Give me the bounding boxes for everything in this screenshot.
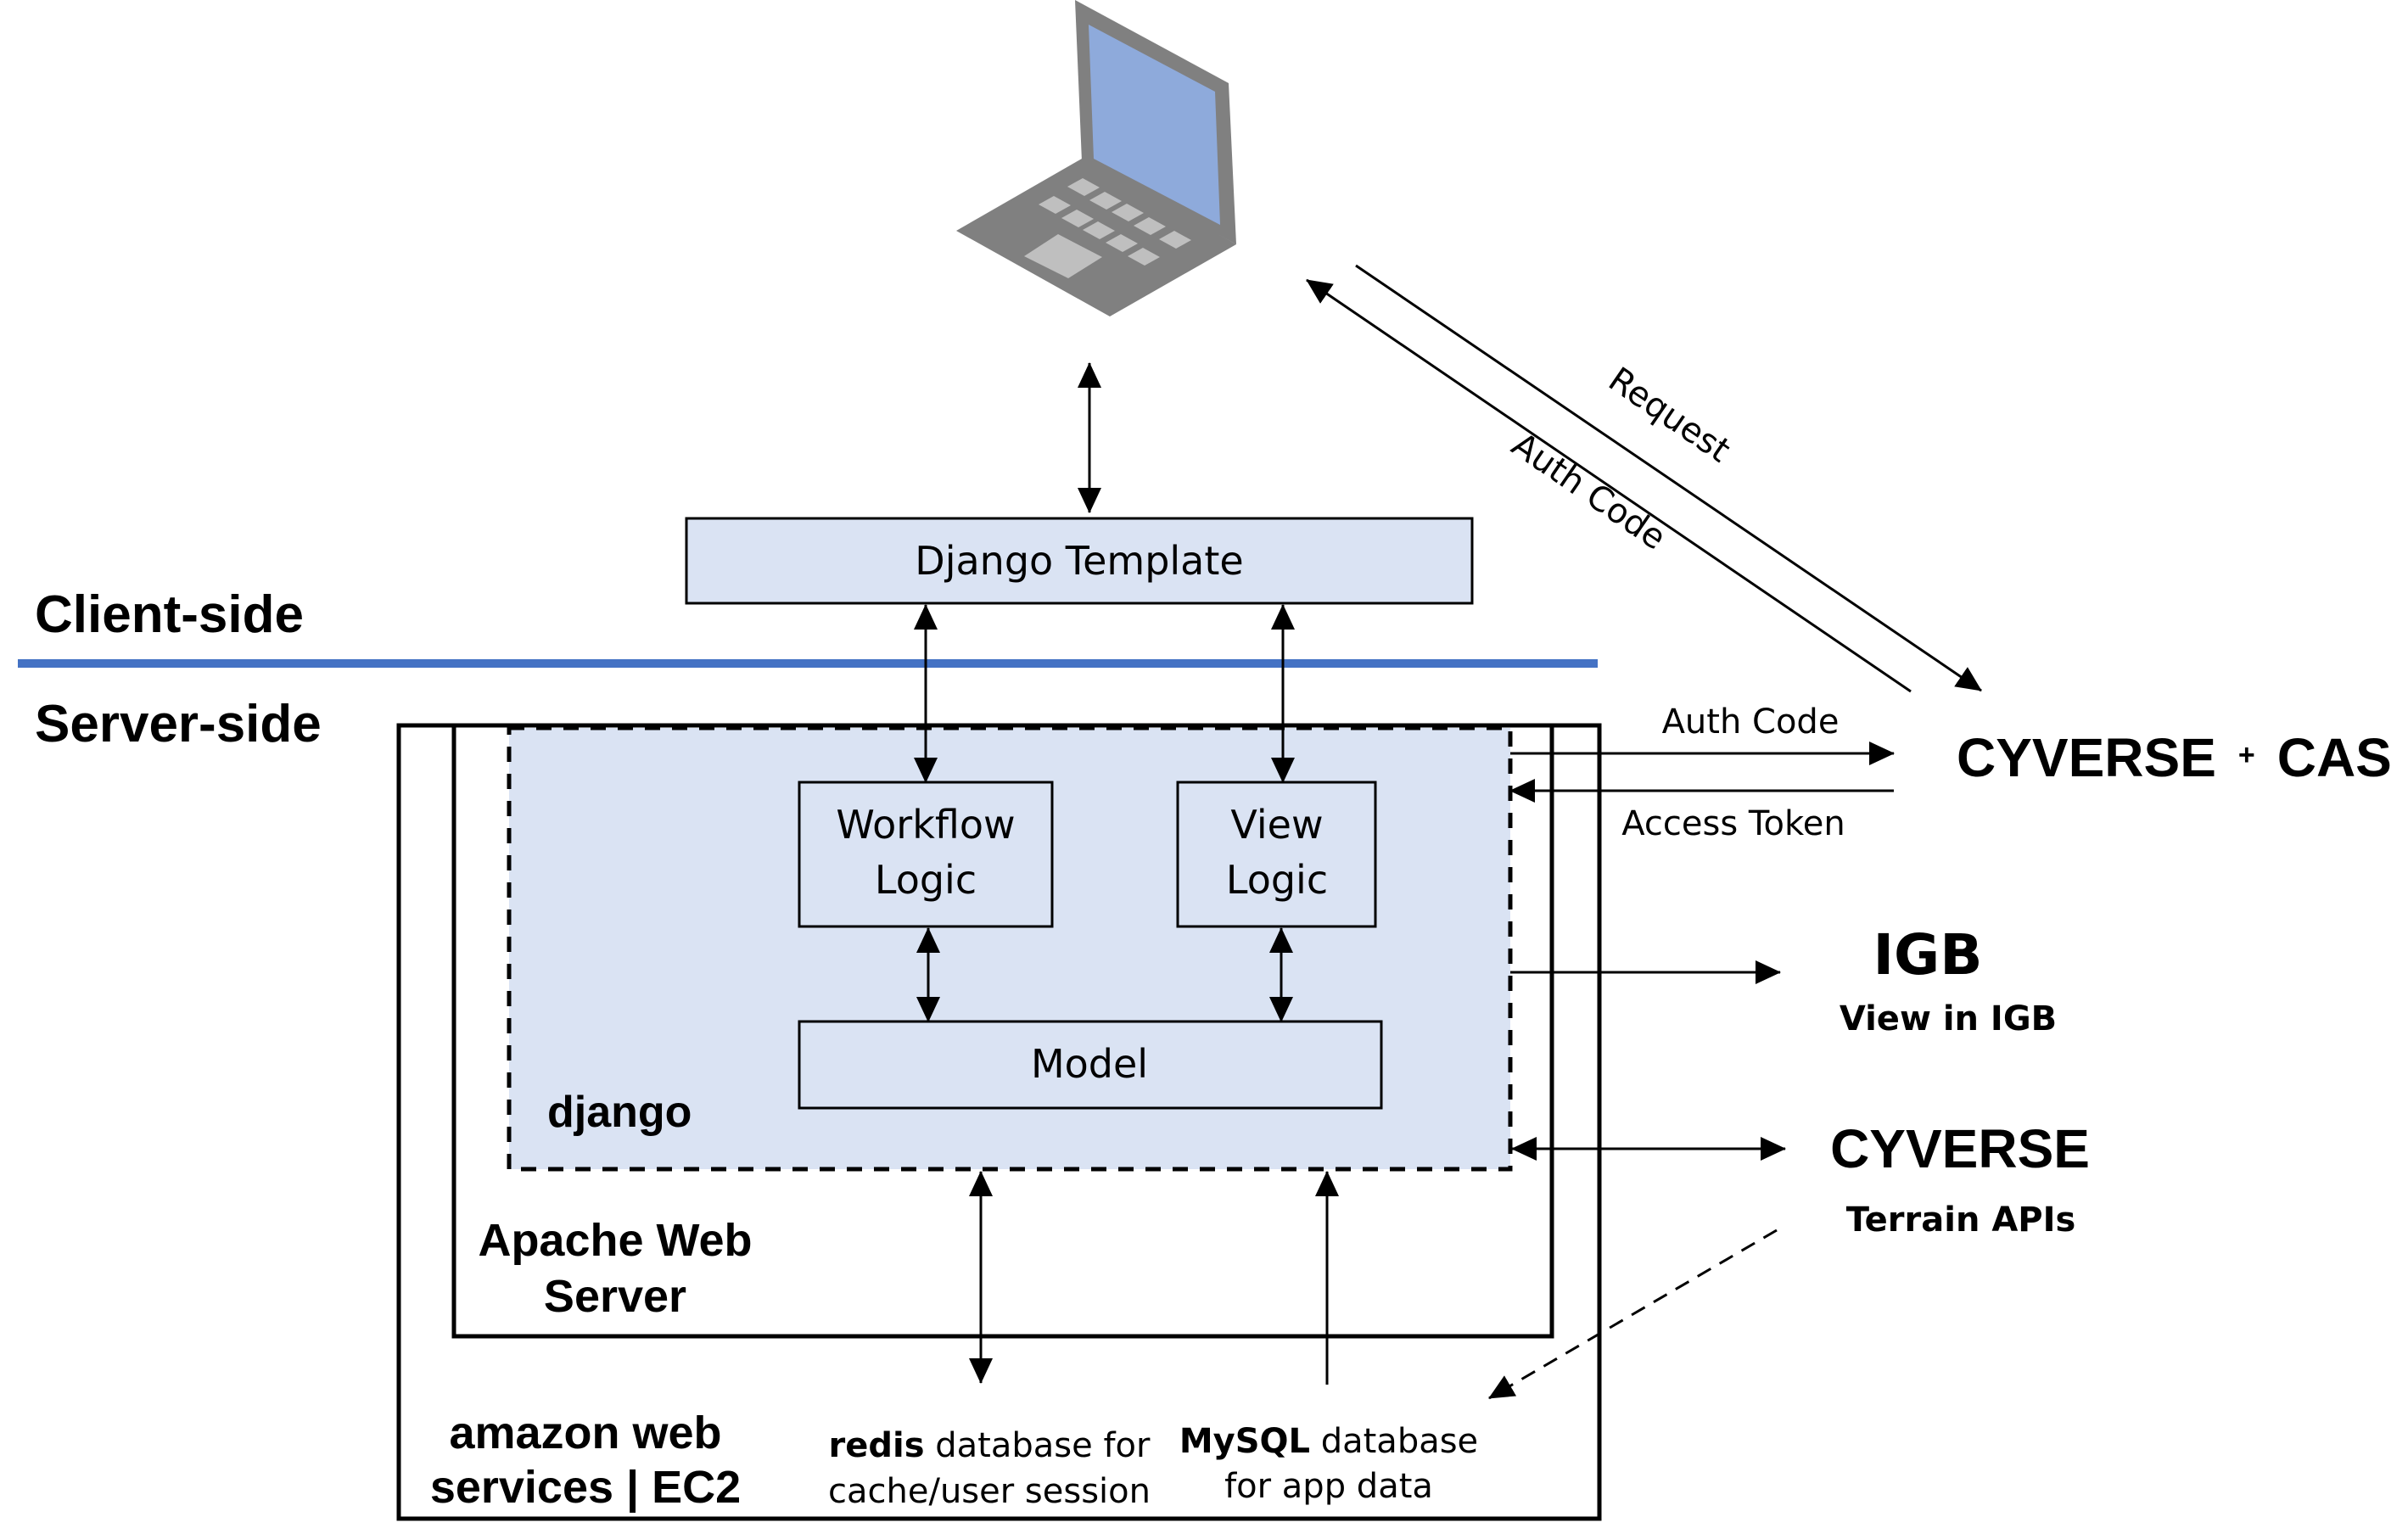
laptop-trackpad bbox=[1024, 234, 1102, 278]
arrow-terrain-mysql-dashed bbox=[1488, 1229, 1778, 1400]
mysql-desc: database bbox=[1310, 1422, 1478, 1461]
redis-label-line1: redis database for bbox=[829, 1426, 1151, 1465]
redis-name: redis bbox=[829, 1426, 925, 1465]
cyverse-cas-label: CYVERSE + CAS bbox=[1957, 727, 2392, 788]
mysql-name: MySQL bbox=[1179, 1422, 1310, 1461]
aws-label-line2: services | EC2 bbox=[430, 1462, 741, 1514]
client-side-label: Client-side bbox=[35, 585, 304, 644]
igb-label: IGB bbox=[1873, 922, 1982, 988]
laptop-key bbox=[1128, 248, 1160, 266]
view-logic-label-line2: Logic bbox=[1226, 857, 1328, 903]
terrain-apis-subtitle: Terrain APIs bbox=[1846, 1201, 2076, 1240]
arrow-request bbox=[1355, 264, 1982, 692]
laptop-key bbox=[1061, 210, 1094, 227]
model-label: Model bbox=[1031, 1041, 1148, 1087]
redis-label-line2: cache/user session bbox=[828, 1472, 1151, 1511]
django-template-label: Django Template bbox=[915, 538, 1243, 584]
laptop-key bbox=[1106, 234, 1138, 252]
view-logic-box[interactable] bbox=[1176, 781, 1377, 928]
view-logic-label-line1: View bbox=[1230, 802, 1323, 848]
laptop-base bbox=[956, 159, 1236, 316]
laptop-icon bbox=[956, 0, 1236, 316]
igb-subtitle: View in IGB bbox=[1840, 999, 2057, 1038]
mysql-label-line2: for app data bbox=[1224, 1467, 1433, 1506]
apache-label-line2: Server bbox=[544, 1271, 686, 1322]
mysql-label-line1: MySQL database bbox=[1179, 1422, 1478, 1461]
workflow-logic-label-line1: Workflow bbox=[836, 802, 1015, 848]
label-request: Request bbox=[1601, 360, 1737, 470]
cyverse-cas-name: CYVERSE bbox=[1957, 727, 2216, 788]
laptop-key bbox=[1134, 217, 1166, 235]
laptop-key bbox=[1089, 192, 1122, 210]
laptop-key bbox=[1112, 204, 1144, 221]
redis-desc: database for bbox=[925, 1426, 1151, 1465]
django-label: django bbox=[547, 1088, 692, 1137]
model-box[interactable] bbox=[798, 1020, 1383, 1110]
laptop-key bbox=[1159, 231, 1191, 249]
label-auth-code: Auth Code bbox=[1662, 702, 1840, 742]
cyverse-cas-plus: + bbox=[2238, 739, 2255, 771]
label-auth-code-diagonal: Auth Code bbox=[1504, 425, 1672, 557]
client-server-divider bbox=[18, 659, 1598, 668]
laptop-screen bbox=[1089, 25, 1220, 225]
aws-label-line1: amazon web bbox=[449, 1408, 721, 1458]
workflow-logic-box[interactable] bbox=[798, 781, 1054, 928]
label-access-token: Access Token bbox=[1621, 804, 1845, 843]
apache-label-line1: Apache Web bbox=[478, 1215, 752, 1266]
cyverse-cas-suffix: CAS bbox=[2277, 727, 2392, 788]
laptop-keyboard bbox=[1039, 178, 1191, 266]
django-template-box[interactable] bbox=[685, 517, 1474, 605]
arrow-auth-code-diagonal bbox=[1306, 278, 1912, 693]
server-side-label: Server-side bbox=[35, 695, 322, 753]
cyverse-terrain-label: CYVERSE bbox=[1830, 1118, 2090, 1179]
laptop-key bbox=[1083, 221, 1115, 239]
laptop-key bbox=[1039, 196, 1071, 214]
workflow-logic-label-line2: Logic bbox=[875, 857, 977, 903]
laptop-key bbox=[1067, 178, 1100, 196]
